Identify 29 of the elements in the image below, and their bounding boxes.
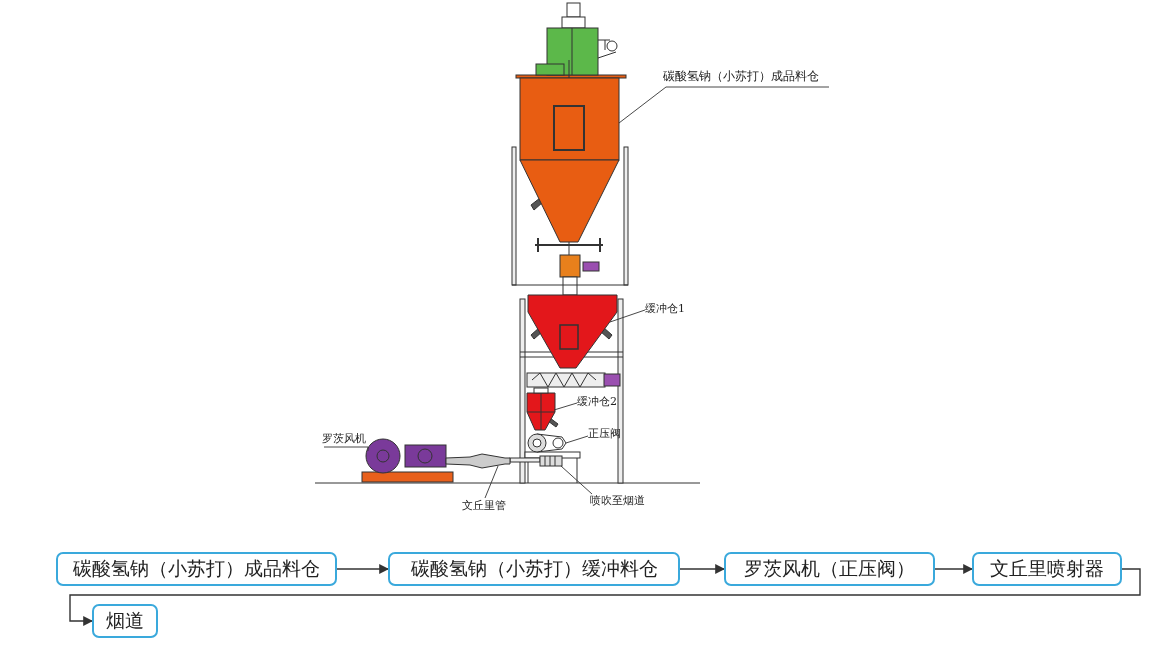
buffer-hopper <box>526 387 556 431</box>
part-label: 文丘里管 <box>462 498 510 514</box>
arrow <box>934 564 973 574</box>
part-label: 碳酸氢钠（小苏打）成品料仓 <box>663 68 831 86</box>
leader-line <box>565 435 589 444</box>
leader-line <box>323 446 369 452</box>
process-box: 文丘里喷射器 <box>972 552 1122 586</box>
venturi-tube <box>445 453 511 469</box>
process-box: 碳酸氢钠（小苏打）成品料仓 <box>56 552 337 586</box>
arrow <box>69 568 1141 626</box>
buffer-hopper <box>527 294 618 369</box>
process-box: 烟道 <box>92 604 158 638</box>
part-label: 罗茨风机 <box>322 431 370 447</box>
arrow <box>336 564 389 574</box>
leader-line <box>618 86 830 124</box>
leader-line <box>553 402 578 411</box>
part-label: 缓冲仓2 <box>577 394 627 410</box>
leader-line <box>484 465 499 499</box>
part-label: 正压阀 <box>588 426 628 442</box>
process-box: 罗茨风机（正压阀） <box>724 552 935 586</box>
part-label: 缓冲仓1 <box>645 301 695 317</box>
nozzle <box>539 455 563 467</box>
silo <box>519 77 620 243</box>
rotary-valve <box>527 433 567 453</box>
part-label: 喷吹至烟道 <box>590 493 650 509</box>
leader-line <box>609 309 646 323</box>
process-box: 碳酸氢钠（小苏打）缓冲料仓 <box>388 552 680 586</box>
arrow <box>679 564 725 574</box>
leader-line <box>560 465 593 495</box>
